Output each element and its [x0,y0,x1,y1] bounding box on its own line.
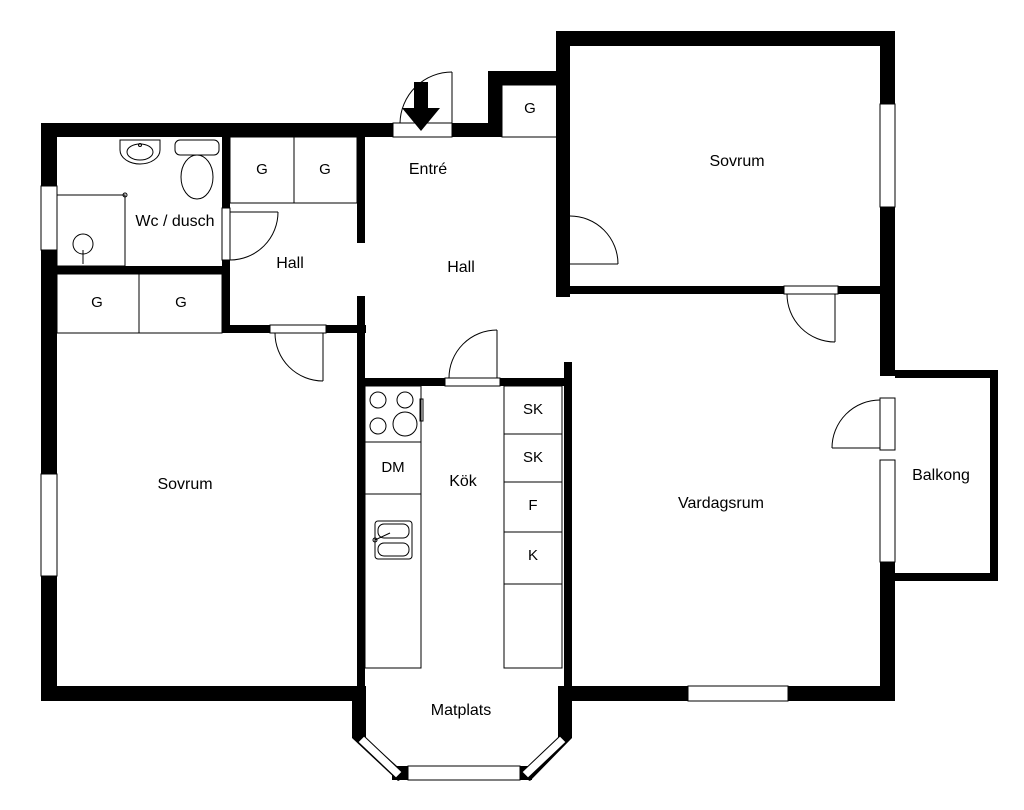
shower-area [56,194,126,267]
kitchen-sink-icon [372,520,413,560]
label-kitchen: Kök [449,473,478,490]
bathroom-fixtures [56,139,220,267]
label-bedroom-top: Sovrum [709,153,764,170]
kitchen-fixtures [364,385,563,669]
sink-icon [119,139,161,165]
toilet-icon [174,139,220,200]
label-wardrobe-hall-1: G [256,161,268,178]
counter-right [503,385,563,669]
bedroom-top-door [569,215,619,265]
fixture-labels: G G G G G DM SK SK F K [91,100,543,564]
living-door [783,285,839,343]
label-cabinet-2: SK [523,449,543,466]
label-wardrobe-bed-2: G [175,294,187,311]
label-balcony: Balkong [912,467,970,484]
label-cabinet-1: SK [523,401,543,418]
window-dining-right [521,735,567,779]
label-fridge: K [528,547,538,564]
window-bedroom-left [40,473,58,577]
inner-walls [57,137,888,686]
label-hall-main: Hall [447,259,475,276]
label-entry: Entré [409,161,447,178]
label-bathroom: Wc / dusch [135,213,214,230]
window-bath [40,185,58,251]
label-dishwasher: DM [381,459,404,476]
room-labels: Sovrum Sovrum Entré Hall Hall Wc / dusch… [135,153,969,719]
entry-door [392,71,453,138]
stove-icon [369,391,424,437]
label-wardrobe-bed-1: G [91,294,103,311]
window-dining-left [357,735,403,779]
window-dining [407,765,521,781]
entry-arrow-icon [402,82,440,131]
label-wardrobe-hall-2: G [319,161,331,178]
counter-left [364,385,422,669]
window-bedroom-top [879,103,896,208]
label-wardrobe-entry: G [524,100,536,117]
label-living: Vardagsrum [678,495,764,512]
balcony-door-2 [879,459,896,563]
label-freezer: F [528,497,537,514]
wardrobes [56,84,559,334]
window-living-bottom [687,685,789,702]
label-hall-small: Hall [276,255,304,272]
label-dining: Matplats [431,702,491,719]
bedroom-left-door [269,324,327,382]
balcony-door-1 [879,397,896,451]
label-bedroom-left: Sovrum [157,476,212,493]
windows [40,103,896,781]
doors [221,71,881,449]
kitchen-door [444,329,501,387]
balcony-door-swing [831,399,881,449]
bath-door [221,207,279,261]
